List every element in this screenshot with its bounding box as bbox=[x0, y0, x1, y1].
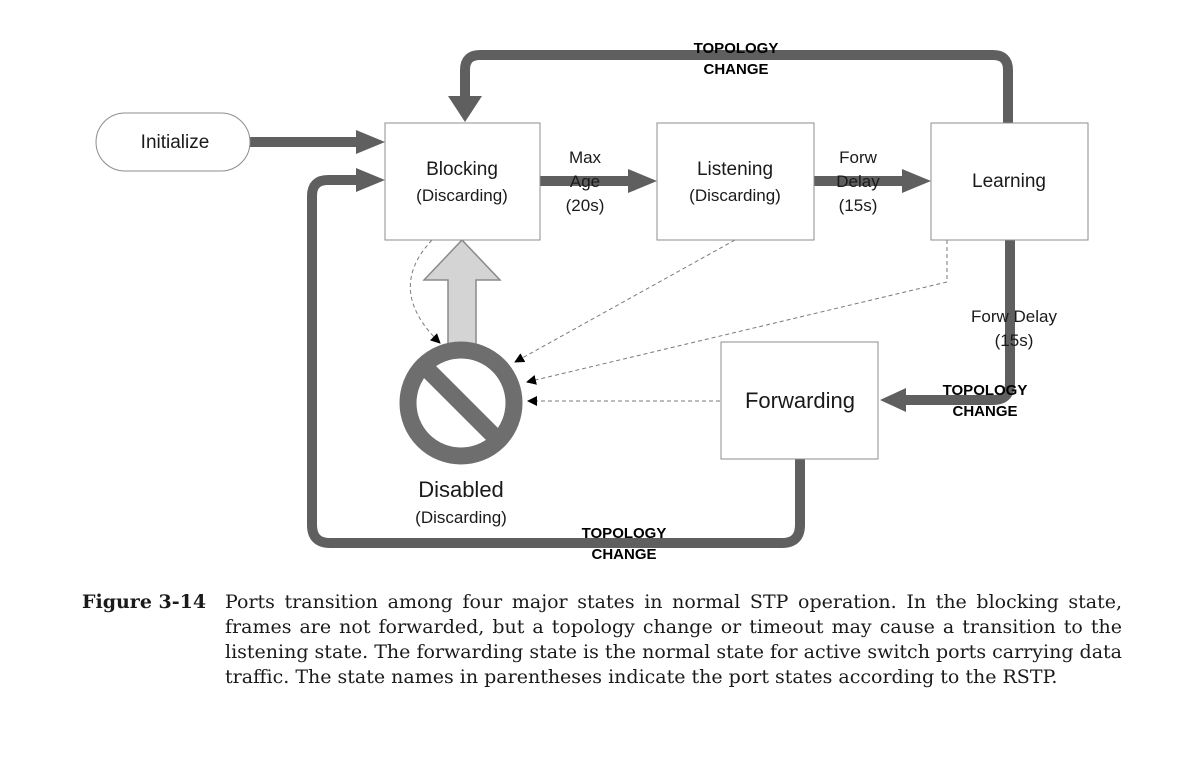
forw-delay-vertical-label-2: (15s) bbox=[995, 331, 1034, 350]
disabled-sublabel: (Discarding) bbox=[415, 508, 507, 527]
stp-state-diagram: Initialize Blocking (Discarding) Listeni… bbox=[95, 40, 1089, 563]
topology-change-right-2: CHANGE bbox=[952, 403, 1017, 420]
max-age-label-3: (20s) bbox=[566, 196, 605, 215]
arrowhead-into-learning bbox=[902, 169, 931, 193]
initialize-label: Initialize bbox=[141, 132, 210, 153]
arrowhead-into-forwarding bbox=[880, 388, 906, 412]
forw-delay-label-3: (15s) bbox=[839, 196, 878, 215]
forwarding-state bbox=[720, 341, 879, 460]
forw-delay-label-1: Forw bbox=[839, 148, 878, 167]
listening-label: Listening bbox=[697, 159, 773, 180]
forwarding-label: Forwarding bbox=[745, 388, 855, 413]
figure-label: Figure 3-14 bbox=[82, 591, 207, 613]
topology-change-top-2: CHANGE bbox=[703, 61, 768, 78]
blocking-label: Blocking bbox=[426, 159, 498, 180]
blocking-sublabel: (Discarding) bbox=[416, 186, 508, 205]
figure-caption-text: Ports transition among four major states… bbox=[225, 591, 1122, 688]
topology-change-bottom-flow bbox=[307, 175, 805, 548]
max-age-label-1: Max bbox=[569, 148, 602, 167]
max-age-label-2: Age bbox=[570, 172, 600, 191]
listening-to-disabled-dashed bbox=[514, 239, 736, 363]
arrowhead-into-blocking-lower bbox=[356, 168, 385, 192]
topology-change-top-1: TOPOLOGY bbox=[694, 40, 779, 57]
topology-change-top-flow bbox=[460, 50, 1013, 126]
disabled-icon bbox=[399, 341, 523, 465]
initialize-state bbox=[95, 112, 251, 172]
topology-change-bottom-2: CHANGE bbox=[591, 546, 656, 563]
arrowhead-into-blocking-top bbox=[448, 96, 482, 122]
topology-change-bottom-1: TOPOLOGY bbox=[582, 525, 667, 542]
arrowhead-into-listening bbox=[628, 169, 657, 193]
topology-change-right-1: TOPOLOGY bbox=[943, 382, 1028, 399]
learning-to-disabled-dashed bbox=[526, 240, 948, 385]
listening-state bbox=[656, 122, 815, 241]
figure-caption: Figure 3-14 Ports transition among four … bbox=[82, 590, 1122, 690]
learning-to-forwarding-flow bbox=[906, 238, 1015, 405]
blocking-to-disabled-dashed bbox=[410, 239, 441, 344]
forw-delay-label-2: Delay bbox=[836, 172, 880, 191]
learning-state bbox=[930, 122, 1089, 241]
listening-sublabel: (Discarding) bbox=[689, 186, 781, 205]
disabled-to-blocking-arrow bbox=[422, 238, 502, 346]
learning-label: Learning bbox=[972, 171, 1046, 192]
blocking-state bbox=[384, 122, 541, 241]
disabled-label: Disabled bbox=[418, 477, 504, 502]
arrowhead-into-blocking-left bbox=[356, 130, 385, 154]
forw-delay-vertical-label-1: Forw Delay bbox=[971, 307, 1057, 326]
